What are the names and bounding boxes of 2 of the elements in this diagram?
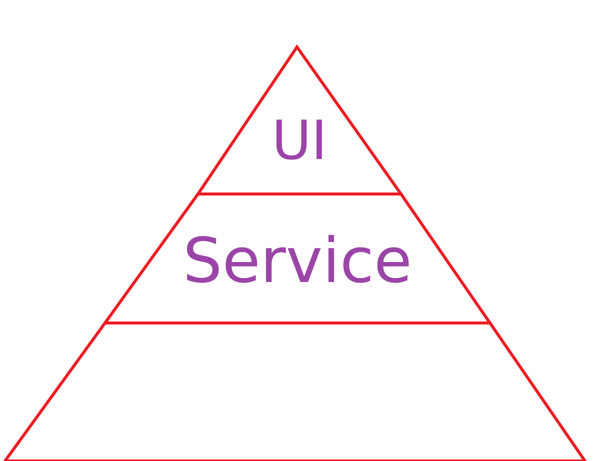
tier-label: UI <box>272 109 328 172</box>
tier-label: Service <box>182 224 412 297</box>
